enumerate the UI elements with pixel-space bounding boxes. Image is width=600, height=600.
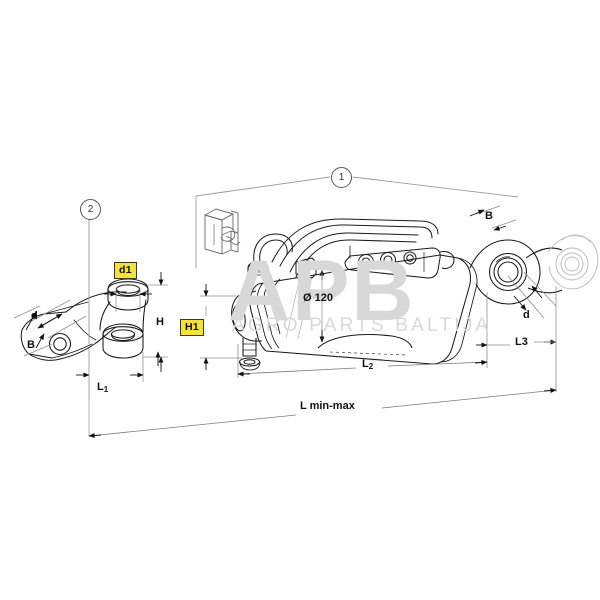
- dimension-L3: [476, 286, 557, 352]
- cylinder-rear-gland: [231, 261, 269, 371]
- dimension-label-B-left: B: [27, 339, 35, 351]
- dimension-label-dia120: Ø 120: [303, 292, 333, 304]
- dimension-label-L3: L3: [515, 336, 528, 348]
- dimension-L2: [237, 344, 488, 378]
- dimension-H1: [200, 284, 242, 370]
- dimension-B-left: [13, 305, 53, 357]
- valve-block-fittings: [295, 247, 455, 279]
- cylinder-barrel: [249, 254, 478, 365]
- dimension-L1: [76, 348, 161, 400]
- dimension-label-L2: L2: [362, 358, 374, 371]
- dimension-label-d-right: d: [523, 309, 530, 321]
- dimension-L-min-max: [88, 352, 557, 439]
- dimension-B-right: [469, 205, 517, 231]
- balloon-marker-1[interactable]: 1: [331, 167, 352, 188]
- dimension-label-B-right: B: [485, 210, 493, 222]
- rod-end-ball-joint: [469, 234, 599, 305]
- dimension-tag-d1[interactable]: d1: [114, 262, 137, 279]
- dimension-tag-H1[interactable]: H1: [180, 319, 205, 336]
- dimension-d1: [104, 288, 152, 312]
- hydraulic-hoses: [253, 218, 439, 278]
- balloon-1-leader: [195, 176, 519, 268]
- balloon-marker-2[interactable]: 2: [80, 199, 101, 220]
- dimension-d-left: [29, 299, 87, 339]
- part-2-clevis-yoke: [20, 278, 149, 361]
- dimension-label-d-left: d: [31, 310, 38, 322]
- dimension-d-right: [507, 271, 557, 319]
- dimension-label-L1: L1: [97, 381, 109, 394]
- detail-mounting-bracket: [204, 208, 241, 255]
- dimension-label-L-min-max: L min-max: [300, 400, 355, 412]
- dimension-label-H: H: [156, 316, 164, 328]
